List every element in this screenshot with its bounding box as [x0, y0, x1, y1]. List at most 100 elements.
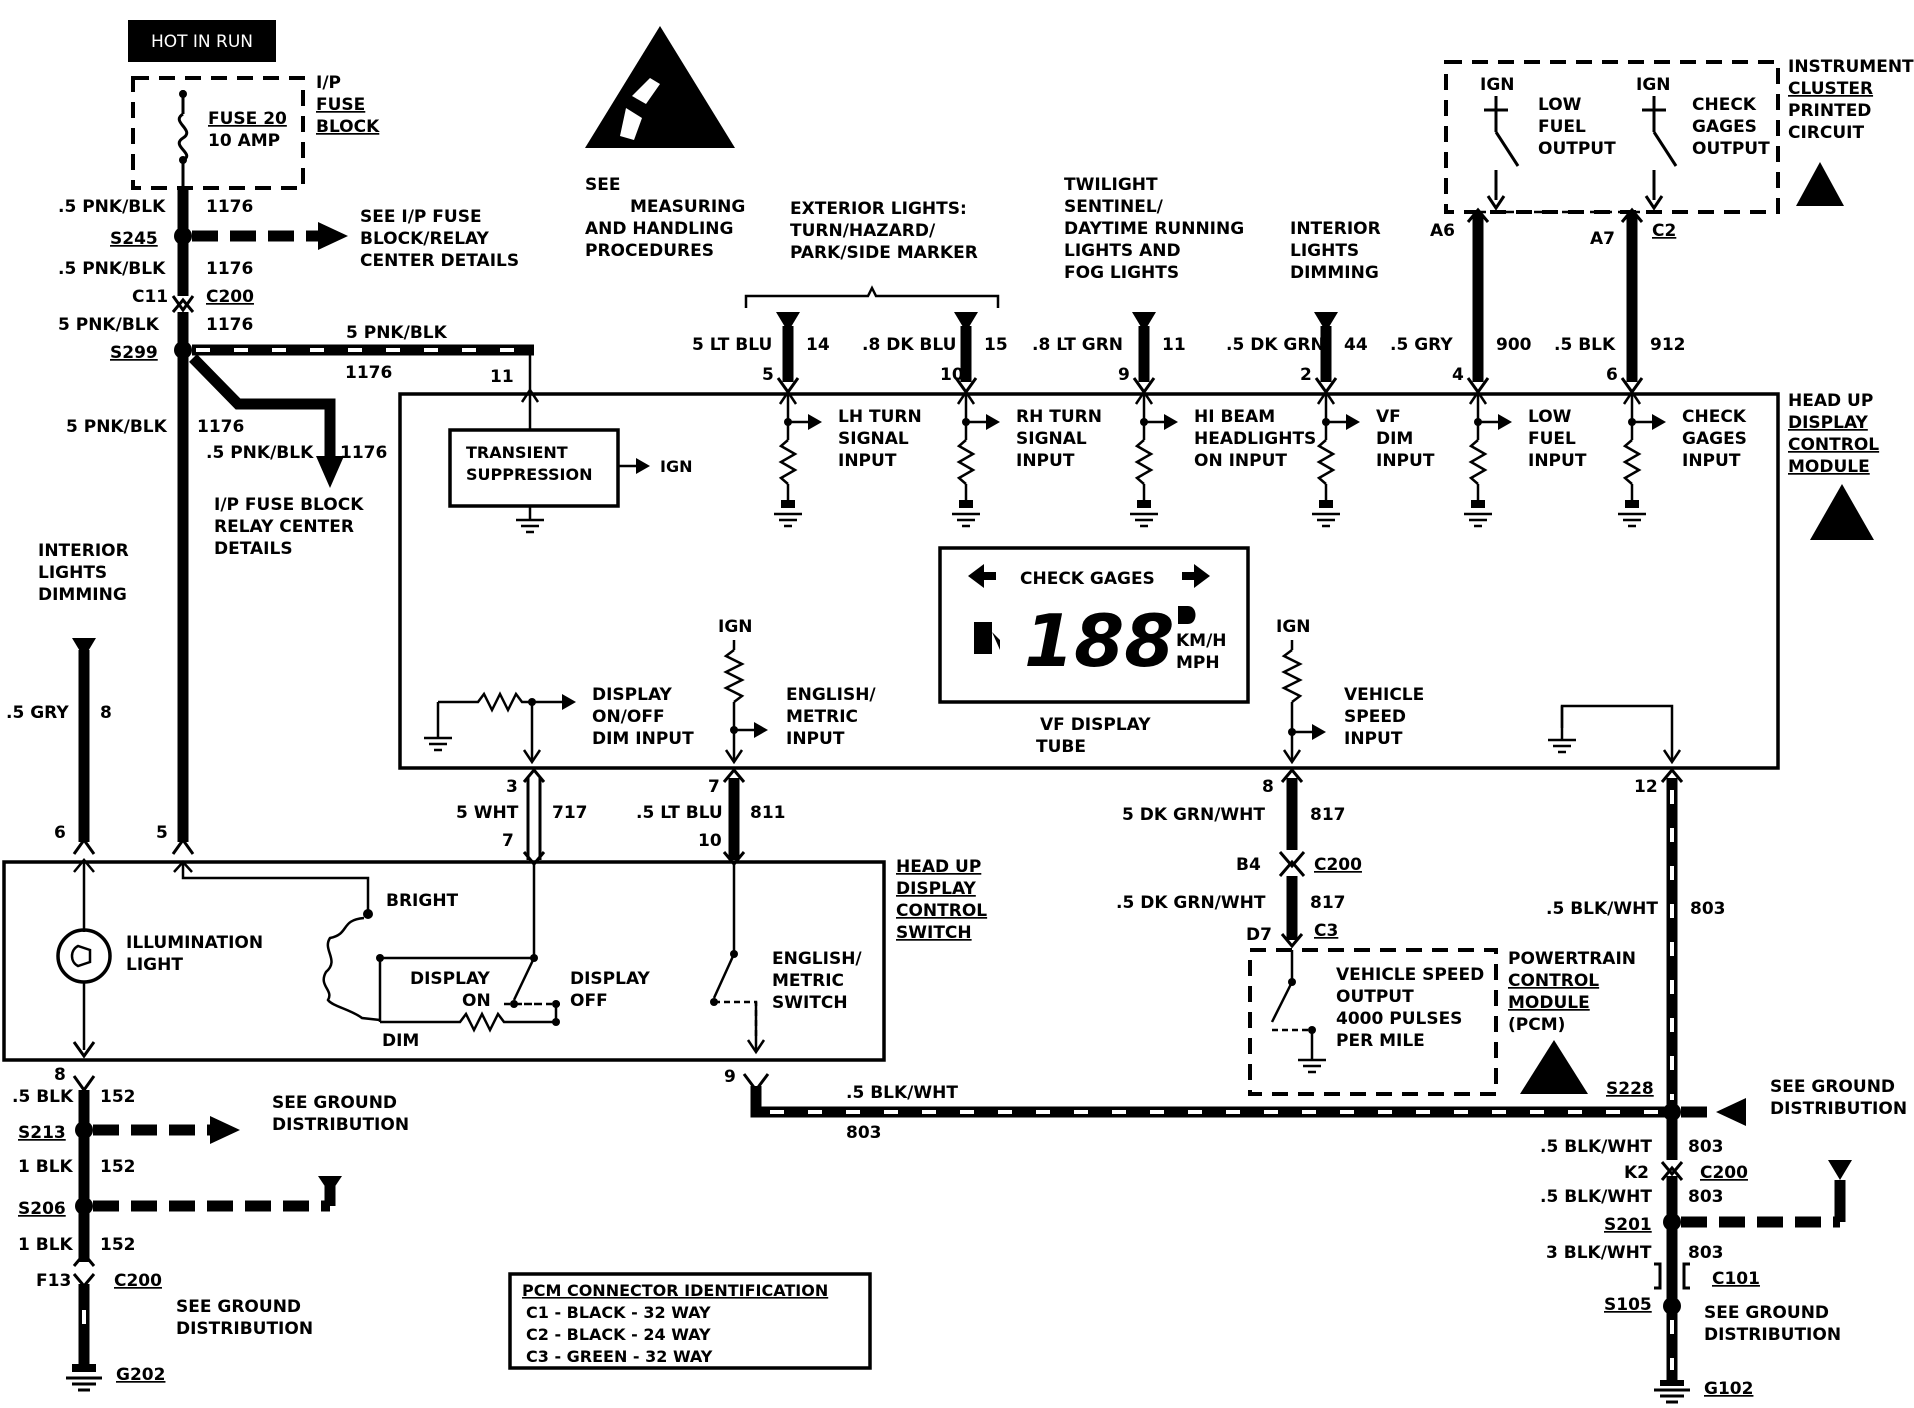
mid-w817: 5 DK GRN/WHT: [1122, 805, 1265, 825]
display-check-gages: CHECK GAGES: [1020, 569, 1155, 589]
cluster-a6: A6: [1430, 221, 1455, 241]
module-input-label-4-1: VF: [1376, 407, 1401, 427]
cluster-c2: C2: [1652, 221, 1676, 241]
fuse-block-label-3: BLOCK: [316, 117, 380, 137]
hud-module-label-3: CONTROL: [1788, 435, 1879, 455]
feed-c2: 1176: [206, 259, 253, 279]
mid-p7: 7: [708, 777, 720, 797]
rheostat-symbol: [322, 916, 381, 1022]
bm-w: .5 BLK/WHT: [846, 1083, 958, 1103]
right-turn-arrow-icon: [1182, 564, 1210, 588]
br-s105: S105: [1604, 1295, 1652, 1315]
top-connector-circuit: 44: [1344, 335, 1368, 355]
mid-c200: C200: [1314, 855, 1362, 875]
module-input-label-6-1: CHECK: [1682, 407, 1747, 427]
br-c1: 803: [1688, 1137, 1724, 1157]
switch-english-metric-2: METRIC: [772, 971, 844, 991]
vso-2: OUTPUT: [1336, 987, 1414, 1007]
feed-c1: 1176: [206, 197, 253, 217]
fuse-relay-details-1: I/P FUSE BLOCK: [214, 495, 364, 515]
int-dim-left-1: INTERIOR: [38, 541, 129, 561]
fuse-relay-details-3: DETAILS: [214, 539, 293, 559]
fuel-pump-icon: [974, 622, 1000, 654]
top-connector-wire: .5 DK GRN: [1226, 335, 1325, 355]
hud-module-label-1: HEAD UP: [1788, 391, 1873, 411]
br-c2: 803: [1688, 1187, 1724, 1207]
hud-module-box: [398, 392, 1780, 770]
module-input-label-2-3: INPUT: [1016, 451, 1075, 471]
instrument-cluster: IGN IGN LOW FUEL OUTPUT CHECK GAGES OUTP…: [1430, 57, 1914, 249]
feed-c5: 1176: [340, 443, 387, 463]
display-digits: 188: [1024, 599, 1174, 683]
bl-f13: F13: [36, 1271, 71, 1291]
module-input-label-1-3: INPUT: [838, 451, 897, 471]
mid-b4: B4: [1236, 855, 1261, 875]
bl-g202: G202: [116, 1365, 165, 1385]
twilight-label-3: DAYTIME RUNNING: [1064, 219, 1244, 239]
top-connector-wire: .8 DK BLU: [862, 335, 956, 355]
pcm-connector-table: PCM CONNECTOR IDENTIFICATION C1 - BLACK …: [508, 1272, 872, 1370]
bl-w1: .5 BLK: [12, 1087, 74, 1107]
twilight-label-1: TWILIGHT: [1064, 175, 1158, 195]
see-fuse-block-1: SEE I/P FUSE: [360, 207, 482, 227]
feed-w4: 5 PNK/BLK: [66, 417, 168, 437]
hud-switch-label-4: SWITCH: [896, 923, 972, 943]
hud-switch-box: [2, 860, 886, 1062]
pcm-label-2: CONTROL: [1508, 971, 1599, 991]
pcm-label-3: MODULE: [1508, 993, 1590, 1013]
module-input-label-3-1: HI BEAM: [1194, 407, 1275, 427]
int-dim-left-circuit: 8: [100, 703, 112, 723]
pcm-table-row-3: C3 - GREEN - 32 WAY: [526, 1347, 713, 1366]
illumination-2: LIGHT: [126, 955, 183, 975]
vehicle-speed-1: VEHICLE: [1344, 685, 1424, 705]
bl-see-ground-2: DISTRIBUTION: [272, 1115, 409, 1135]
transient-label-1: TRANSIENT: [466, 443, 568, 462]
br-see-ground-2: DISTRIBUTION: [1770, 1099, 1907, 1119]
hud-module-label-2: DISPLAY: [1788, 413, 1869, 433]
transient-label-2: SUPPRESSION: [466, 465, 593, 484]
display-on-1: DISPLAY: [410, 969, 491, 989]
module-ground-12: [1548, 704, 1682, 765]
top-connector-circuit: 15: [984, 335, 1008, 355]
mid-p7b: 7: [502, 831, 514, 851]
br-see-ground-1: SEE GROUND: [1770, 1077, 1895, 1097]
module-input-label-2-2: SIGNAL: [1016, 429, 1087, 449]
mid-p8: 8: [1262, 777, 1274, 797]
top-connector-circuit: 11: [1162, 335, 1186, 355]
br-s228: S228: [1606, 1079, 1654, 1099]
feed-s299: S299: [110, 343, 158, 363]
bl-see-ground-1: SEE GROUND: [272, 1093, 397, 1113]
hi-beam-icon: [1178, 606, 1196, 624]
br-w2: .5 BLK/WHT: [1540, 1187, 1652, 1207]
switch-pin8: 8: [54, 1065, 66, 1085]
br-w3: 3 BLK/WHT: [1546, 1243, 1652, 1263]
feed-c4: 1176: [197, 417, 244, 437]
bl-w2: 1 BLK: [18, 1157, 74, 1177]
vso-1: VEHICLE SPEED: [1336, 965, 1484, 985]
feed-w2: .5 PNK/BLK: [58, 259, 166, 279]
int-dim-left-wire: .5 GRY: [6, 703, 69, 723]
left-turn-arrow-icon: [968, 564, 996, 588]
module-input-label-3-3: ON INPUT: [1194, 451, 1287, 471]
twilight-label-4: LIGHTS AND: [1064, 241, 1181, 261]
br-w1: .5 BLK/WHT: [1540, 1137, 1652, 1157]
mid-c817: 817: [1310, 805, 1346, 825]
module-input-label-5-1: LOW: [1528, 407, 1572, 427]
twilight-label-2: SENTINEL/: [1064, 197, 1164, 217]
pcm-table-title: PCM CONNECTOR IDENTIFICATION: [522, 1281, 828, 1300]
feed-w-top: 5 PNK/BLK: [346, 323, 448, 343]
vso-4: PER MILE: [1336, 1031, 1425, 1051]
interior-label-2: LIGHTS: [1290, 241, 1359, 261]
interior-label-1: INTERIOR: [1290, 219, 1381, 239]
hud-module-label-4: MODULE: [1788, 457, 1870, 477]
exterior-label-2: TURN/HAZARD/: [790, 221, 936, 241]
feed-s245: S245: [110, 229, 158, 249]
illumination-1: ILLUMINATION: [126, 933, 263, 953]
br-c101: C101: [1712, 1269, 1760, 1289]
cluster-label-4: CIRCUIT: [1788, 123, 1864, 143]
esd-note-1: SEE: [585, 175, 620, 195]
